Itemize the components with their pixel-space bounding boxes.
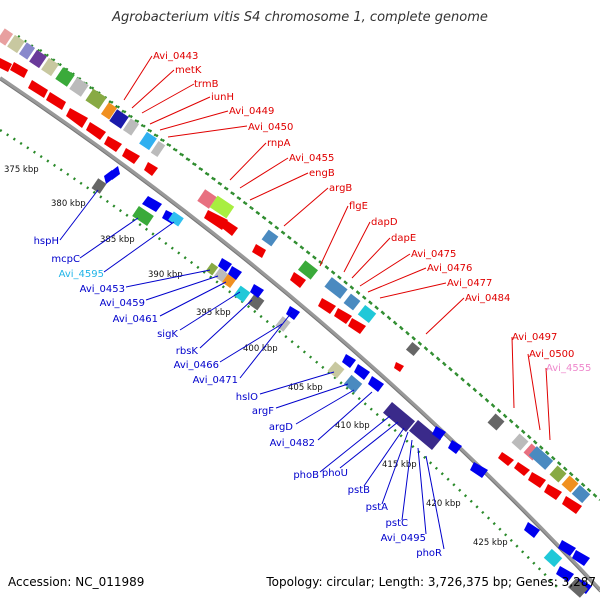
top-leader-lines [123, 55, 551, 441]
label-Avi_0461: Avi_0461 [113, 314, 158, 325]
tick-410: 410 kbp [335, 421, 370, 431]
label-metK: metK [175, 65, 202, 76]
tick-420: 420 kbp [426, 499, 461, 509]
label-phoU: phoU [322, 468, 348, 479]
tick-425: 425 kbp [473, 538, 508, 548]
label-rnpA: rnpA [267, 138, 291, 149]
label-hslO: hslO [236, 392, 258, 403]
label-mcpC: mcpC [51, 254, 80, 265]
label-Avi_0475: Avi_0475 [411, 249, 456, 260]
tick-385: 385 kbp [100, 235, 135, 245]
label-Avi_0477: Avi_0477 [447, 278, 492, 289]
outer-dotted-track-1 [17, 34, 600, 501]
tick-labels: 375 kbp 380 kbp 385 kbp 390 kbp 395 kbp … [4, 165, 508, 548]
accession-text: Accession: NC_011989 [8, 575, 144, 589]
tick-380: 380 kbp [51, 199, 86, 209]
label-flgE: flgE [349, 201, 368, 212]
label-Avi_0453: Avi_0453 [80, 284, 125, 295]
tick-405: 405 kbp [288, 383, 323, 393]
label-Avi_0459: Avi_0459 [100, 298, 145, 309]
inner-dotted-track-2 [39, 48, 600, 501]
label-phoB: phoB [293, 470, 319, 481]
label-Avi_0471: Avi_0471 [193, 375, 238, 386]
tick-390: 390 kbp [148, 270, 183, 280]
label-engB: engB [309, 168, 335, 179]
label-iunH: iunH [211, 92, 234, 103]
red-gene-arrows [0, 58, 582, 514]
label-Avi_0482: Avi_0482 [270, 438, 315, 449]
label-Avi_0466: Avi_0466 [174, 360, 219, 371]
label-rbsK: rbsK [176, 346, 199, 357]
label-Avi_0476: Avi_0476 [427, 263, 472, 274]
bottom-leader-lines [59, 189, 445, 550]
label-Avi_0450: Avi_0450 [248, 122, 293, 133]
label-pstC: pstC [386, 518, 408, 529]
tick-400: 400 kbp [243, 344, 278, 354]
gene-block-end [568, 578, 588, 598]
genome-backbone-edge [0, 79, 600, 593]
label-Avi_0495: Avi_0495 [381, 533, 426, 544]
rna-gene-block [168, 211, 184, 227]
map-title: Agrobacterium vitis S4 chromosome 1, com… [111, 10, 488, 25]
bottom-strand-labels: hspH mcpC Avi_4595 Avi_0453 Avi_0459 Avi… [34, 236, 442, 559]
label-pstB: pstB [348, 485, 370, 496]
gene-blocks-top-strand [0, 28, 591, 504]
label-Avi_4555: Avi_4555 [546, 363, 591, 374]
tick-375: 375 kbp [4, 165, 39, 175]
label-argB: argB [329, 183, 352, 194]
label-trmB: trmB [194, 79, 219, 90]
label-Avi_0449: Avi_0449 [229, 106, 274, 117]
label-dapE: dapE [391, 233, 416, 244]
label-phoR: phoR [416, 548, 442, 559]
label-sigK: sigK [157, 329, 178, 340]
gene-blocks-bottom-strand [91, 178, 563, 568]
tick-395: 395 kbp [196, 308, 231, 318]
label-pstA: pstA [366, 502, 388, 513]
blue-gene-arrows [104, 166, 592, 594]
label-Avi_0500: Avi_0500 [529, 349, 574, 360]
tick-415: 415 kbp [382, 460, 417, 470]
label-argF: argF [252, 406, 274, 417]
label-Avi_0497: Avi_0497 [512, 332, 557, 343]
top-strand-labels: Avi_0443 metK trmB iunH Avi_0449 Avi_045… [153, 51, 591, 374]
label-Avi_0484: Avi_0484 [465, 293, 510, 304]
label-hspH: hspH [34, 236, 59, 247]
label-argD: argD [269, 422, 293, 433]
genome-backbone [0, 76, 600, 592]
label-Avi_0455: Avi_0455 [289, 153, 334, 164]
topology-text: Topology: circular; Length: 3,726,375 bp… [265, 575, 596, 589]
label-Avi_4595: Avi_4595 [59, 269, 104, 280]
label-Avi_0443: Avi_0443 [153, 51, 198, 62]
label-dapD: dapD [371, 217, 398, 228]
